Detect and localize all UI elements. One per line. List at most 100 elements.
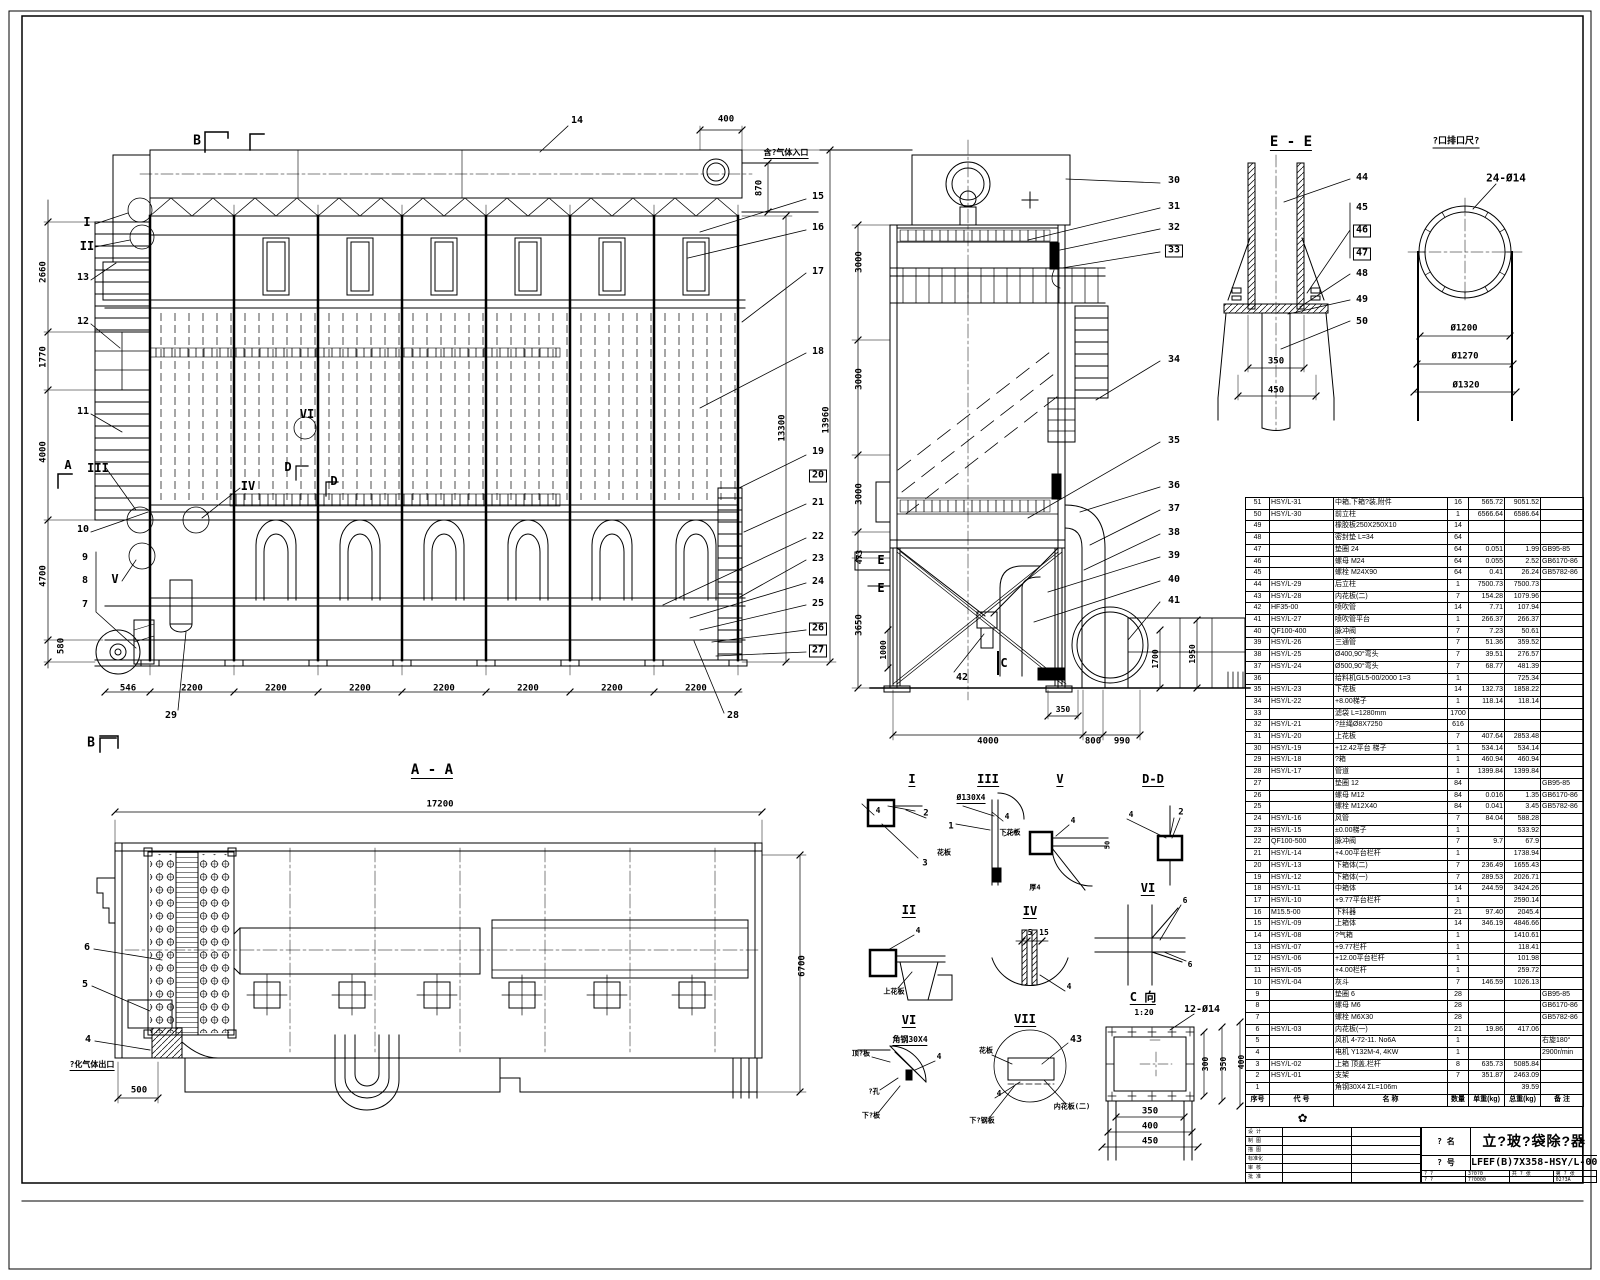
titleblock-footer-cell: 3?0?0 [1465, 1170, 1510, 1177]
dim-label: I [83, 215, 91, 229]
table-cell [1468, 777, 1505, 791]
table-cell [1540, 859, 1584, 873]
table-cell: 数量 [1447, 1093, 1469, 1108]
section-mark-A: A [64, 458, 72, 472]
table-cell: 21 [1245, 848, 1270, 861]
table-cell: 266.37 [1468, 614, 1505, 627]
dim-label: 花板 [937, 848, 951, 857]
table-cell [1540, 602, 1584, 616]
table-cell: 三通管 [1333, 637, 1448, 651]
table-cell: 276.57 [1504, 649, 1541, 662]
detail-title-V: V [1056, 772, 1064, 787]
table-cell: +12.42平台 梯子 [1333, 742, 1448, 756]
table-cell: 给料机GL5-00/2000 1=3 [1333, 672, 1448, 686]
table-cell: 7 [1447, 590, 1469, 604]
dim-label: 3000 [854, 483, 865, 505]
table-cell: 3 [1245, 1058, 1270, 1072]
outlet-note: ?化气体出口 [69, 1060, 115, 1071]
table-cell: 19 [1245, 871, 1270, 885]
table-cell: 28 [1447, 988, 1469, 1002]
dim-label: 2200 [265, 683, 287, 694]
dim-label: 3650 [854, 614, 865, 636]
table-cell: GB5782-86 [1540, 801, 1584, 814]
table-cell: 1 [1447, 965, 1469, 978]
table-cell [1540, 894, 1584, 908]
table-cell [1269, 777, 1334, 791]
signature-label: 制 图 [1246, 1137, 1283, 1147]
table-cell: 1 [1245, 1082, 1270, 1095]
callout-22: 22 [811, 531, 825, 542]
table-cell: 螺栓 M6X30 [1333, 1011, 1448, 1025]
callout-47: 47 [1352, 247, 1372, 261]
table-cell: 351.87 [1468, 1070, 1505, 1084]
table-cell: 146.59 [1468, 976, 1505, 990]
table-cell [1504, 532, 1541, 545]
table-cell: 上箱体 [1333, 918, 1448, 932]
table-cell: 1 [1447, 953, 1469, 967]
table-cell: QF100-500 [1269, 836, 1334, 850]
callout-49: 49 [1355, 294, 1369, 305]
table-cell: 角钢30X4 ΣL=106m [1333, 1082, 1448, 1095]
table-cell: 4 [1245, 1047, 1270, 1060]
table-cell: 68.77 [1468, 660, 1505, 674]
drawing-number: LFEF(B)7X358-HSY/L-00 [1471, 1157, 1598, 1169]
table-cell: 460.94 [1468, 754, 1505, 768]
table-cell: 1410.61 [1504, 930, 1541, 943]
table-cell: 64 [1447, 532, 1469, 545]
table-cell: 14 [1447, 918, 1469, 932]
table-cell [1468, 965, 1505, 978]
callout-17: 17 [811, 266, 825, 277]
view-title-aa: A - A [410, 762, 454, 779]
table-cell: 1 [1447, 930, 1469, 943]
table-cell [1269, 707, 1334, 721]
table-cell: 内花板(一) [1333, 1023, 1448, 1037]
product-name-label: ? 名 [1422, 1128, 1471, 1155]
table-cell [1540, 520, 1584, 534]
table-cell [1504, 707, 1541, 721]
dim-label: 3000 [854, 251, 865, 273]
table-cell: 垫圈 12 [1333, 777, 1448, 791]
table-cell: 7 [1447, 812, 1469, 826]
table-cell: 0.055 [1468, 555, 1505, 569]
signature-cell [1352, 1137, 1421, 1147]
callout-42: 42 [955, 672, 969, 683]
table-cell [1540, 742, 1584, 756]
table-cell: 0.051 [1468, 543, 1505, 557]
dim-label: 4000 [977, 736, 999, 747]
table-cell: 前立柱 [1333, 508, 1448, 522]
table-cell: 35 [1245, 684, 1270, 697]
table-cell: 24 [1245, 812, 1270, 826]
table-cell: 43 [1245, 590, 1270, 604]
dim-label: 3000 [854, 368, 865, 390]
dim-label: 下?钢板 [969, 1116, 995, 1125]
table-cell: 6586.64 [1504, 508, 1541, 522]
table-cell: 359.52 [1504, 637, 1541, 651]
table-cell: GB6170-86 [1540, 789, 1584, 803]
callout-38: 38 [1167, 527, 1181, 538]
dim-label: 顶?板 [851, 1049, 871, 1058]
table-cell: 0.041 [1468, 801, 1505, 814]
table-cell: 417.06 [1504, 1023, 1541, 1037]
table-cell [1540, 684, 1584, 697]
callout-2: 2 [923, 808, 929, 819]
table-cell: 84 [1447, 777, 1469, 791]
dim-label: 1:20 [1134, 1008, 1154, 1017]
table-cell: 64 [1447, 567, 1469, 580]
signature-cell [1283, 1164, 1352, 1174]
table-cell: 64 [1447, 555, 1469, 569]
callout-19: 19 [811, 446, 825, 457]
signature-label: 描 图 [1246, 1146, 1283, 1156]
table-cell: 上箱 顶盖,栏杆 [1333, 1058, 1448, 1072]
detail-title-II: II [901, 903, 917, 918]
table-cell: 风管 [1333, 812, 1448, 826]
table-cell: 50.61 [1504, 625, 1541, 639]
table-cell: 10 [1245, 976, 1270, 990]
table-cell: 534.14 [1504, 742, 1541, 756]
table-cell: 1 [1447, 754, 1469, 768]
table-cell: HSY/L-01 [1269, 1070, 1334, 1084]
titleblock-footer-cell: ? ? [1422, 1170, 1466, 1177]
table-cell [1540, 976, 1584, 990]
